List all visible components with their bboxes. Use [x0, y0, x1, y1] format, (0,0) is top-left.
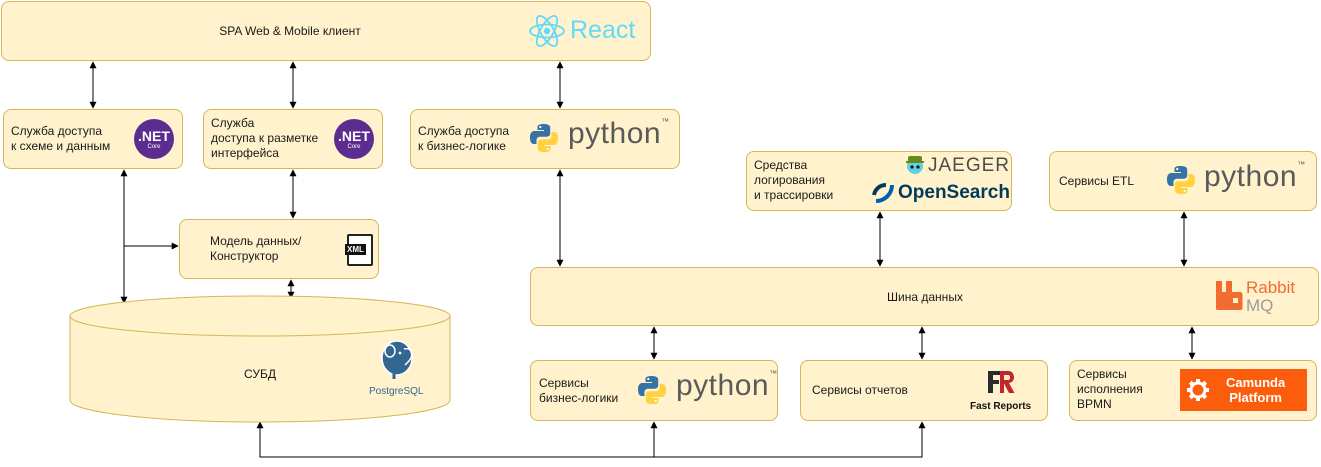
dbms-cylinder	[69, 295, 451, 423]
camunda-logo-text: Camunda Platform	[1226, 375, 1286, 405]
python-logo-word: python	[676, 369, 770, 402]
jaeger-logo-text: JAEGER	[928, 155, 1011, 176]
python-logo-text: python™	[676, 369, 778, 402]
business-services-label: Сервисы бизнес-логики	[539, 376, 619, 405]
fastreports-logo-text: Fast Reports	[970, 401, 1032, 412]
dotnet-logo-text: .NET	[338, 128, 370, 144]
python-logo-text: python™	[1204, 160, 1306, 193]
react-logo-text: React	[570, 16, 636, 44]
etl-label: Сервисы ETL	[1059, 174, 1135, 188]
reports-box	[800, 360, 1048, 421]
camunda-logo: Camunda Platform	[1180, 369, 1307, 411]
reports-label: Сервисы отчетов	[812, 383, 908, 397]
data-bus-box	[530, 267, 1319, 326]
dotnet-logo-subtext: Core	[347, 144, 361, 150]
fastreports-icon	[988, 371, 1015, 393]
opensearch-icon	[872, 183, 894, 203]
business-services-box	[530, 360, 778, 421]
xml-icon: XML	[345, 234, 373, 266]
rabbitmq-icon	[1216, 281, 1243, 310]
jaeger-icon	[906, 156, 924, 174]
logging-label: Средства логирования и трассировки	[754, 158, 834, 202]
camunda-icon	[1187, 379, 1209, 401]
bpmn-label: Сервисы исполнения BPMN	[1077, 367, 1143, 411]
dbms-label: СУБД	[244, 366, 276, 381]
markup-service-label: Служба доступа к разметке интерфейса	[211, 116, 319, 160]
xml-icon-text: XML	[345, 244, 366, 255]
python-icon	[1167, 166, 1195, 194]
rabbitmq-logo-text-top: Rabbit	[1246, 278, 1296, 297]
postgresql-logo-text: PostgreSQL	[369, 386, 424, 397]
python-logo-word: python	[1204, 160, 1298, 193]
postgresql-icon	[381, 340, 413, 379]
python-icon	[530, 124, 558, 152]
spa-client-box	[1, 1, 651, 61]
opensearch-logo-text: OpenSearch	[898, 182, 1010, 203]
python-logo-word: python	[568, 117, 662, 150]
dotnet-logo-subtext: Core	[147, 144, 161, 150]
dotnet-icon: .NET Core	[134, 119, 174, 159]
dotnet-icon: .NET Core	[334, 119, 374, 159]
python-logo-text: python™	[568, 117, 670, 150]
etl-box	[1049, 151, 1317, 211]
business-access-box	[410, 109, 680, 169]
data-model-label: Модель данных/ Конструктор	[210, 234, 302, 263]
python-icon	[638, 376, 666, 404]
data-bus-label: Шина данных	[887, 289, 963, 304]
edge-dbms-services	[256, 421, 926, 458]
react-icon	[529, 15, 565, 47]
schema-service-label: Служба доступа к схеме и данным	[11, 124, 111, 153]
rabbitmq-logo-text-bottom: MQ	[1246, 296, 1274, 315]
business-access-label: Служба доступа к бизнес-логике	[418, 124, 510, 153]
dotnet-logo-text: .NET	[138, 128, 170, 144]
spa-client-label: SPA Web & Mobile клиент	[219, 23, 361, 38]
